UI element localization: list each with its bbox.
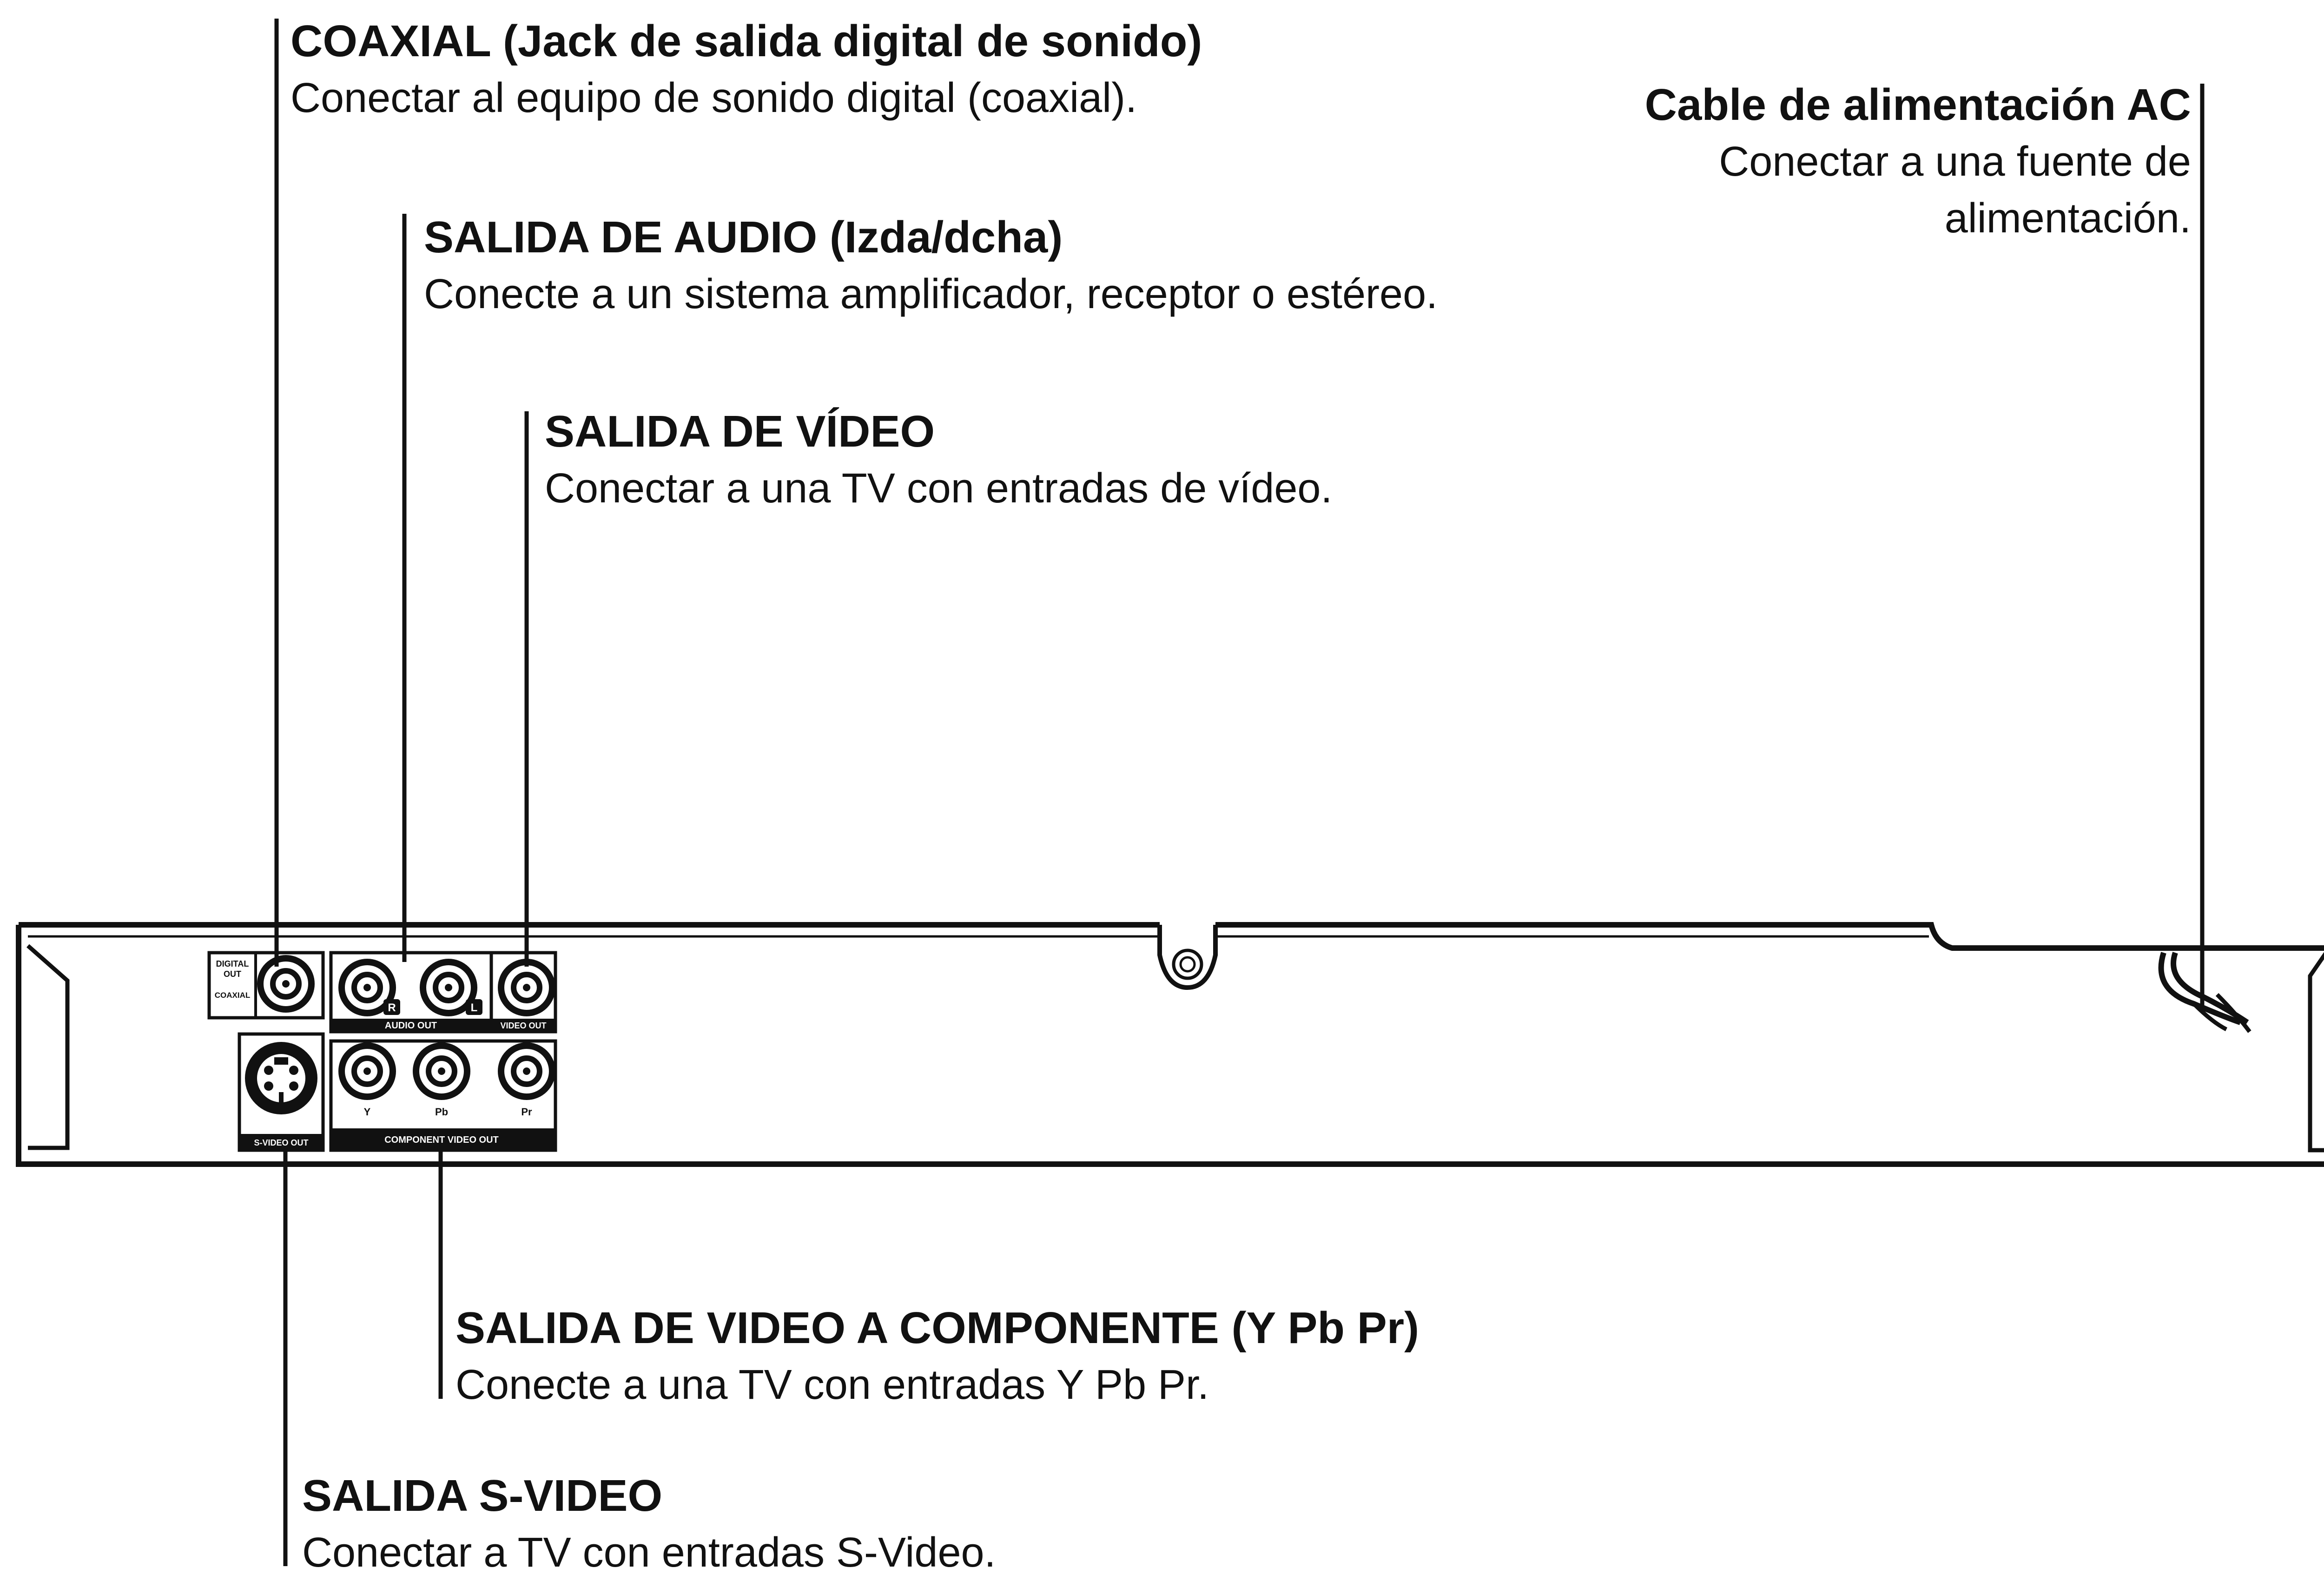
component-out-desc: Conecte a una TV con entradas Y Pb Pr. <box>456 1362 1209 1408</box>
power-desc-line2: alimentación. <box>1944 195 2191 242</box>
left-bracket <box>26 944 70 1150</box>
screw-icon <box>1172 949 1203 980</box>
coaxial-desc: Conectar al equipo de sonido digital (co… <box>290 75 1137 121</box>
component-video-out-text: COMPONENT VIDEO OUT <box>384 1135 499 1145</box>
component-pb-text: Pb <box>435 1106 448 1118</box>
component-pr-jack-icon <box>498 1042 555 1100</box>
video-out-label-bar <box>491 1019 555 1032</box>
s-video-out-desc: Conectar a TV con entradas S-Video. <box>302 1529 996 1576</box>
power-desc-line1: Conectar a una fuente de <box>1719 138 2191 185</box>
digital-out-box <box>207 951 325 1020</box>
power-title: Cable de alimentación AC <box>1644 80 2191 130</box>
video-out-title: SALIDA DE VÍDEO <box>545 407 935 456</box>
right-bracket <box>2308 952 2324 1153</box>
chassis-outline <box>16 922 2324 1167</box>
screw-icon-inner <box>1179 956 1196 973</box>
power-cord-tail <box>2192 993 2251 1033</box>
component-out-title: SALIDA DE VIDEO A COMPONENTE (Y Pb Pr) <box>456 1303 1419 1353</box>
audio-out-label-bar <box>331 1019 491 1032</box>
video-out-desc: Conectar a una TV con entradas de vídeo. <box>545 465 1333 512</box>
component-y-text: Y <box>364 1106 371 1118</box>
audio-out-text: AUDIO OUT <box>385 1021 437 1031</box>
audio-r-text: R <box>388 1001 396 1014</box>
component-pr-text: Pr <box>521 1106 532 1118</box>
component-out-callout: SALIDA DE VIDEO A COMPONENTE (Y Pb Pr) C… <box>456 1300 1419 1413</box>
audio-out-title: SALIDA DE AUDIO (Izda/dcha) <box>424 212 1063 262</box>
audio-r-jack-icon <box>338 959 396 1016</box>
audio-l-text: L <box>471 1001 478 1014</box>
audio-l-badge <box>466 999 482 1015</box>
audio-out-desc: Conecte a un sistema amplificador, recep… <box>424 271 1438 317</box>
power-callout: Cable de alimentación AC Conectar a una … <box>1645 77 2191 247</box>
digital-out-text: DIGITAL <box>216 959 249 968</box>
s-video-out-text: S-VIDEO OUT <box>254 1138 308 1147</box>
audio-out-callout: SALIDA DE AUDIO (Izda/dcha) Conecte a un… <box>424 209 1438 323</box>
digital-out-text-2: OUT <box>224 969 241 979</box>
coaxial-title: COAXIAL (Jack de salida digital de sonid… <box>290 16 1202 66</box>
component-y-jack-icon <box>338 1042 396 1100</box>
audio-l-jack-icon <box>420 959 477 1016</box>
coaxial-jack-icon <box>257 955 315 1013</box>
component-pb-jack-icon <box>413 1042 470 1100</box>
coaxial-callout: COAXIAL (Jack de salida digital de sonid… <box>290 13 1202 126</box>
screw-notch <box>1157 925 1218 990</box>
video-out-jack-icon <box>498 959 555 1016</box>
coaxial-panel-text: COAXIAL <box>215 991 251 1000</box>
component-label-bar <box>331 1128 555 1150</box>
video-out-callout: SALIDA DE VÍDEO Conectar a una TV con en… <box>545 403 1332 517</box>
s-video-label-bar <box>239 1134 323 1150</box>
s-video-jack-icon <box>245 1042 317 1114</box>
audio-r-badge <box>383 999 400 1015</box>
video-out-text: VIDEO OUT <box>500 1021 546 1030</box>
power-cord-icon <box>2158 952 2241 1025</box>
s-video-out-callout: SALIDA S-VIDEO Conectar a TV con entrada… <box>302 1468 996 1581</box>
s-video-out-title: SALIDA S-VIDEO <box>302 1471 663 1521</box>
